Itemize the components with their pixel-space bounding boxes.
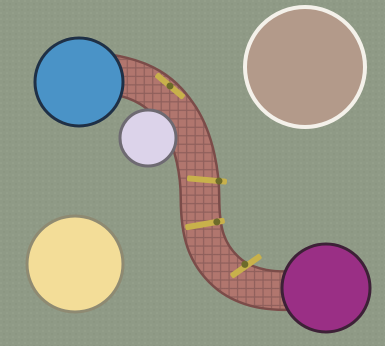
tan-node[interactable] bbox=[245, 7, 365, 127]
blue-node[interactable] bbox=[35, 38, 123, 126]
magenta-node[interactable] bbox=[282, 244, 370, 332]
lavender-node[interactable] bbox=[120, 110, 176, 166]
yellow-node[interactable] bbox=[27, 216, 123, 312]
